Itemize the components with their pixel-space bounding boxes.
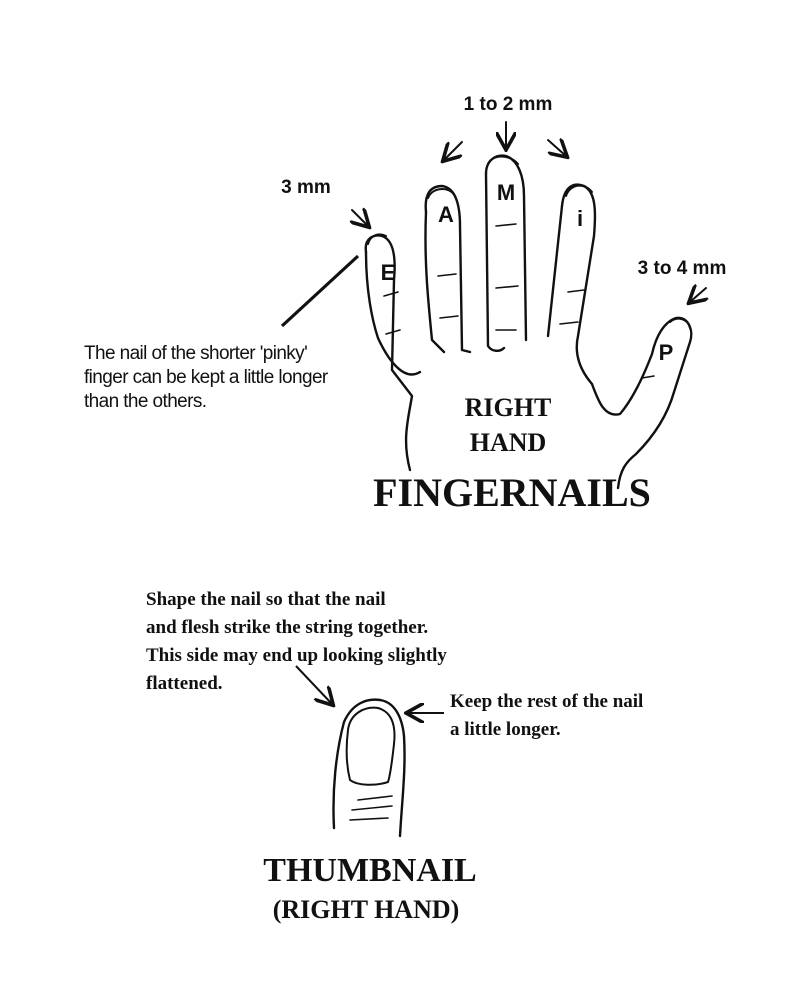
thumbnail-subtitle: (RIGHT HAND) [273,895,460,924]
finger-label-pinky: E [381,260,396,285]
thumbnail-shape-note: Shape the nail so that the nail and fles… [146,589,447,694]
index-nail-arrow [547,140,566,156]
finger-label-middle: M [497,180,515,205]
finger-label-ring: A [438,202,454,227]
measure-middle-label: 1 to 2 mm [464,94,553,115]
pinky-note: The nail of the shorter 'pinky' finger c… [84,343,328,412]
thumbnail-title: THUMBNAIL [263,852,476,889]
shape-note-arrow [295,665,332,704]
hand-label-right: RIGHT [465,393,552,422]
measure-thumb-label: 3 to 4 mm [638,258,727,279]
finger-label-index: i [577,206,583,231]
measurement-arrows [352,121,706,302]
thumb-nail-arrow [690,288,706,302]
fingernails-title: FINGERNAILS [373,470,651,515]
measure-pinky-label: 3 mm [281,177,331,198]
pinky-nail-arrow [352,210,368,226]
finger-label-thumb: P [659,340,674,365]
thumbnail-rest-note: Keep the rest of the nail a little longe… [450,691,644,740]
ring-nail-arrow [444,141,463,160]
hand-label-hand: HAND [470,428,547,457]
right-hand-outline [364,154,693,490]
thumbnail-drawing [332,698,406,838]
pinky-callout-line [280,254,360,328]
